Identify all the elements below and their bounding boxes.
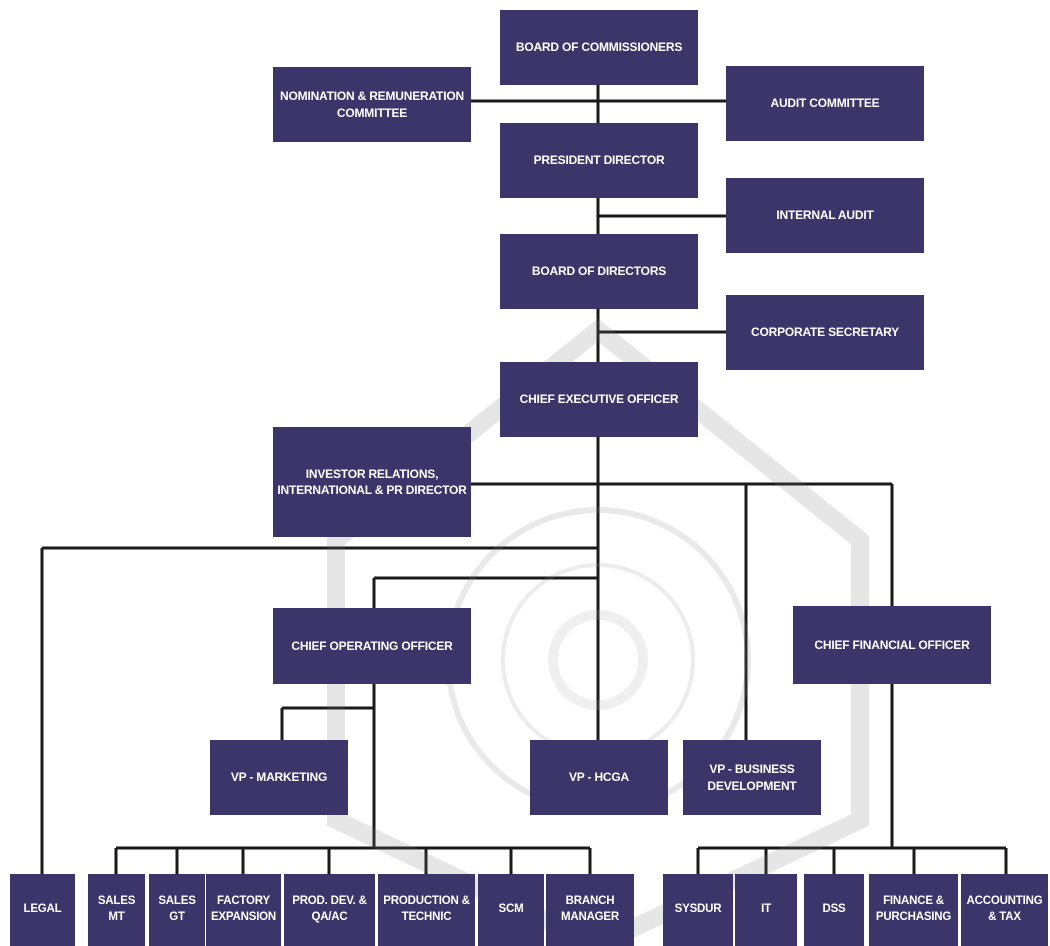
dss-box: DSS bbox=[804, 874, 864, 946]
it-box: IT bbox=[735, 874, 797, 946]
nomination-remuneration-committee-box: NOMINATION & REMUNERATION COMMITTEE bbox=[273, 67, 471, 142]
prod-dev-qa-ac-box: PROD. DEV. & QA/AC bbox=[284, 874, 375, 946]
finance-purchasing-box: FINANCE & PURCHASING bbox=[869, 874, 958, 946]
internal-audit-box: INTERNAL AUDIT bbox=[726, 178, 924, 253]
sales-mt-box: SALES MT bbox=[88, 874, 145, 946]
vp-hcga-box: VP - HCGA bbox=[530, 740, 668, 815]
sales-gt-box: SALES GT bbox=[149, 874, 205, 946]
vp-business-development-box: VP - BUSINESS DEVELOPMENT bbox=[683, 740, 821, 815]
chief-executive-officer-box: CHIEF EXECUTIVE OFFICER bbox=[500, 362, 698, 437]
production-technic-box: PRODUCTION & TECHNIC bbox=[378, 874, 475, 946]
scm-box: SCM bbox=[478, 874, 544, 946]
investor-relations-director-box: INVESTOR RELATIONS, INTERNATIONAL & PR D… bbox=[273, 427, 471, 537]
vp-marketing-box: VP - MARKETING bbox=[210, 740, 348, 815]
audit-committee-box: AUDIT COMMITTEE bbox=[726, 66, 924, 141]
board-of-commissioners-box: BOARD OF COMMISSIONERS bbox=[500, 10, 698, 85]
chief-financial-officer-box: CHIEF FINANCIAL OFFICER bbox=[793, 606, 991, 684]
branch-manager-box: BRANCH MANAGER bbox=[546, 874, 634, 946]
sysdur-box: SYSDUR bbox=[663, 874, 733, 946]
legal-box: LEGAL bbox=[10, 874, 75, 946]
board-of-directors-box: BOARD OF DIRECTORS bbox=[500, 234, 698, 309]
chief-operating-officer-box: CHIEF OPERATING OFFICER bbox=[273, 608, 471, 684]
accounting-tax-box: ACCOUNTING & TAX bbox=[961, 874, 1048, 946]
factory-expansion-box: FACTORY EXPANSION bbox=[206, 874, 281, 946]
corporate-secretary-box: CORPORATE SECRETARY bbox=[726, 295, 924, 370]
president-director-box: PRESIDENT DIRECTOR bbox=[500, 123, 698, 198]
